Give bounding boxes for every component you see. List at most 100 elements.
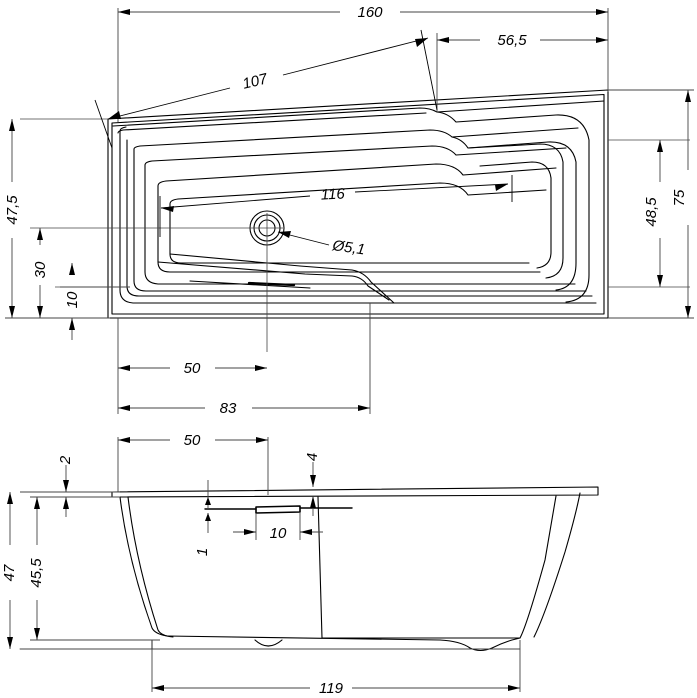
dim-116-label: 116 [320, 185, 345, 203]
dim-1 [205, 480, 211, 533]
dim-107-arrow-left [108, 111, 121, 119]
dim-50p-arrow-left [118, 365, 130, 371]
dim-drain-diameter [277, 231, 330, 246]
dim-119-arrow-left [152, 685, 164, 691]
dim-75-arrow-bot [685, 306, 691, 318]
plan-band-a [126, 139, 593, 297]
dim-50-plan [117, 318, 267, 414]
dim-4-label: 4 [304, 453, 321, 461]
dim-485-arrow-bot [657, 275, 663, 287]
dim-56-5-label: 56,5 [497, 32, 527, 49]
plan-left-band-6 [157, 185, 541, 273]
dim-48-5-label: 48,5 [643, 197, 660, 227]
dim-160-arrow-right [596, 9, 608, 15]
plan-right-band-1 [436, 111, 590, 303]
dim-565-arrow-left [437, 37, 449, 43]
dim-83-label: 83 [220, 400, 237, 417]
dim-2 [20, 465, 120, 517]
dim-75-label: 75 [671, 189, 688, 206]
dim-107-line-a [107, 87, 231, 120]
dim-475-arrow-bot [9, 306, 15, 318]
dim-50-elev-label: 50 [184, 432, 201, 449]
plan-band-b [133, 127, 579, 150]
dim-2-label: 2 [57, 455, 74, 465]
plan-left-band-5 [157, 163, 557, 187]
dim-116 [159, 175, 513, 237]
elev-left-wall-inner [127, 496, 174, 638]
dim-45-5-label: 45,5 [28, 558, 45, 588]
dim-47-5-label: 47,5 [4, 195, 21, 225]
plan-right-band-2 [451, 136, 577, 291]
elevation-view [19, 486, 599, 652]
dim-119-label: 119 [319, 680, 344, 697]
dim-119-arrow-right [508, 685, 520, 691]
dim-47-5 [5, 119, 110, 319]
dim-4-arrow-bot [310, 496, 316, 508]
elev-floor [166, 635, 521, 652]
plan-right-band-3 [467, 143, 564, 279]
elev-right-wall-mid [317, 496, 323, 639]
elev-right-wall-inner [519, 495, 557, 639]
dim-30-arrow-top [37, 228, 43, 240]
elev-left-wall-outer [119, 496, 168, 637]
dim-4 [310, 462, 316, 516]
dim-2-arrow-top [63, 480, 69, 492]
dim-75-arrow-top [685, 90, 691, 102]
dim-10p-arrow-bot [69, 318, 75, 330]
elev-rim-slab [111, 486, 599, 498]
plan-band-outer [119, 130, 597, 304]
dim-565-arrow-right [596, 37, 608, 43]
dim-10-elev [233, 512, 323, 540]
dim-50e-arrow-left [118, 437, 130, 443]
dim-10p-arrow-top [69, 263, 75, 275]
elev-drain-foot [254, 639, 283, 647]
dim-10e-arrow-right [300, 529, 312, 535]
plan-left-band-1 [119, 126, 127, 132]
dim-47-label: 47 [1, 564, 18, 581]
drain-leader-arrow [278, 231, 291, 238]
plan-left-band-4 [144, 164, 576, 285]
elev-slot [255, 505, 301, 514]
dim-116-line-b [354, 183, 509, 193]
dim-drain-diameter-label: Ø5,1 [330, 237, 366, 259]
dim-107-line-b [282, 37, 429, 76]
plan-view [107, 89, 609, 319]
dim-50e-arrow-right [256, 437, 268, 443]
dim-47-arrow-top [7, 492, 13, 504]
dim-107 [94, 29, 438, 149]
dim-116-arrow-right [495, 184, 508, 191]
dim-2-arrow-bot [63, 497, 69, 509]
plan-inner-basin [169, 182, 547, 205]
dim-116-arrow-left [161, 206, 174, 212]
plan-seat-edge [299, 265, 395, 304]
elev-right-wall-outer [533, 492, 581, 638]
dim-107-label: 107 [241, 70, 270, 93]
dim-1-arrow-top [205, 497, 211, 505]
dim-83-arrow-left [118, 405, 130, 411]
dim-75 [608, 89, 694, 319]
dim-50-plan-label: 50 [184, 360, 201, 377]
dim-455-arrow-top [34, 497, 40, 509]
dim-50-elev [117, 437, 269, 495]
dim-50p-arrow-right [255, 365, 267, 371]
dim-107-ext-right [420, 29, 438, 111]
plan-left-band-2 [133, 148, 587, 292]
dim-10-elev-label: 10 [270, 525, 287, 542]
dim-30 [37, 228, 43, 318]
dim-1-label: 1 [194, 548, 211, 556]
dim-45-5 [30, 497, 160, 641]
dim-160-arrow-left [118, 9, 130, 15]
plan-outer-rect-inner [111, 93, 605, 315]
dim-10e-arrow-left [244, 529, 256, 535]
plan-bottom-ridge-2 [189, 280, 311, 289]
dim-56-5 [436, 33, 608, 112]
dim-83 [118, 303, 371, 414]
plan-seat-step-2 [169, 253, 301, 267]
dim-47-arrow-bot [7, 637, 13, 649]
dim-475-arrow-top [9, 119, 15, 131]
dim-30-arrow-bot [37, 306, 43, 318]
dim-116-line-a [160, 195, 311, 209]
plan-right-band-4 [479, 161, 552, 269]
